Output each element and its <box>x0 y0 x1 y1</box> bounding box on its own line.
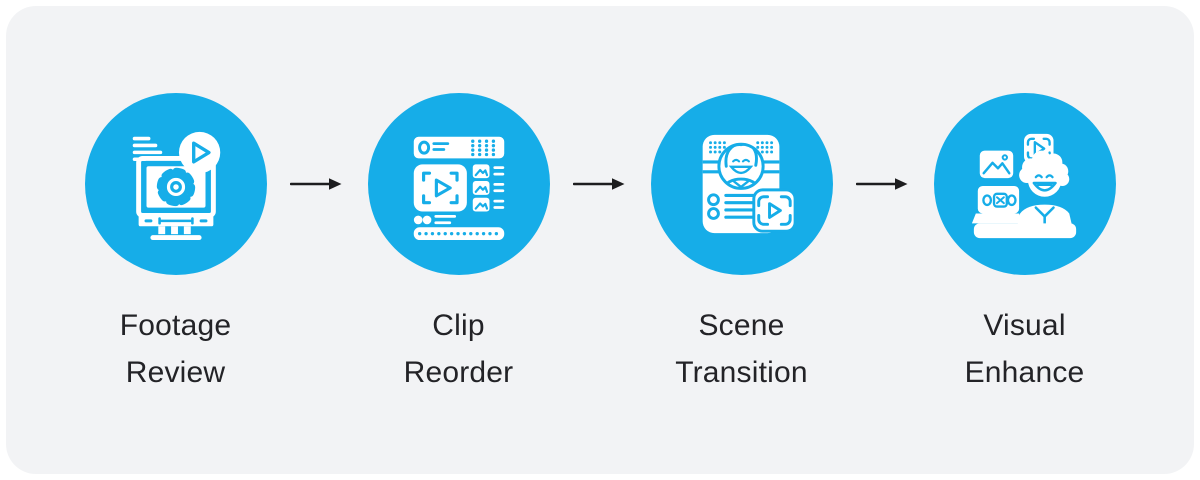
arrow-right-icon <box>856 178 908 190</box>
step-label-line2: Reorder <box>403 356 514 389</box>
step-icon-bubble <box>84 93 267 275</box>
step-icon-bubble <box>933 93 1116 275</box>
step-clip-reorder: Clip Reorder <box>367 93 550 396</box>
step-label-line1: Clip <box>432 309 485 342</box>
step-scene-transition: Scene Transition <box>650 93 833 396</box>
step-label-line1: Visual <box>983 309 1066 342</box>
step-label-clip-reorder: Clip Reorder <box>404 302 514 396</box>
monitor-gear-play-icon <box>132 131 220 241</box>
step-icon-bubble <box>367 93 550 275</box>
workflow-steps: Footage Review <box>6 6 1194 396</box>
media-library-panel-icon <box>413 136 504 241</box>
step-label-line2: Transition <box>675 356 808 389</box>
step-label-line1: Scene <box>698 309 785 342</box>
step-label-line2: Enhance <box>964 356 1085 389</box>
editor-workstation-icon <box>971 133 1076 239</box>
step-label-visual-enhance: Visual Enhance <box>965 302 1085 396</box>
step-visual-enhance: Visual Enhance <box>933 93 1116 396</box>
step-label-footage-review: Footage Review <box>120 302 231 396</box>
arrow-right-icon <box>290 178 342 190</box>
profile-card-video-icon <box>702 134 797 234</box>
step-footage-review: Footage Review <box>84 93 267 396</box>
step-label-line2: Review <box>125 356 226 389</box>
step-label-scene-transition: Scene Transition <box>675 302 808 396</box>
flow-connector-2 <box>550 175 651 193</box>
arrow-right-icon <box>573 178 625 190</box>
diagram-card: Footage Review <box>6 6 1194 474</box>
step-icon-bubble <box>650 93 833 275</box>
flow-connector-3 <box>833 175 934 193</box>
flow-connector-1 <box>267 175 368 193</box>
step-label-line1: Footage <box>119 309 232 342</box>
